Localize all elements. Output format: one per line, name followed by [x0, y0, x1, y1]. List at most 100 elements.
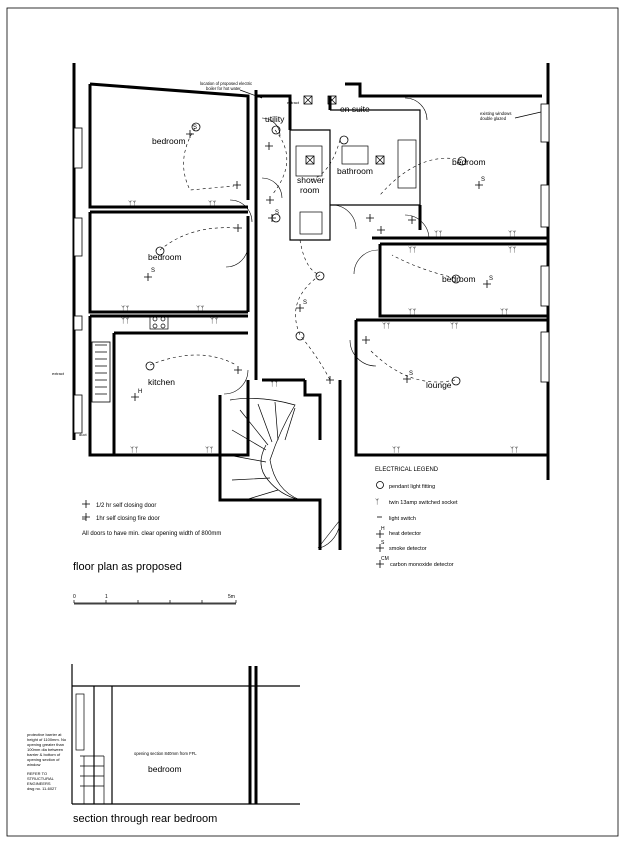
room-label-lounge: lounge: [426, 380, 452, 390]
kitchen-walls: [88, 314, 250, 457]
socket-icon: ᛉ: [375, 498, 379, 506]
socket-icon: ᛉᛉ: [121, 305, 129, 313]
boiler-leader-line: [239, 89, 263, 99]
smoke-detector-icon: S: [489, 276, 493, 282]
socket-icon: ᛉᛉ: [450, 322, 458, 330]
extract-fan-icon: [305, 155, 315, 165]
pendant-light-icon: [271, 125, 281, 135]
extract-fans: [303, 95, 385, 165]
windows-note-line1: existing windows: [480, 111, 511, 116]
pendant-light-icon: [315, 271, 325, 281]
section-window: [75, 693, 85, 751]
section-note-line: dwg no. 11-6027: [27, 786, 57, 791]
legend-item-co: carbon monoxide detector: [390, 562, 454, 568]
shower-room-walls: [289, 129, 331, 241]
spiral-stair: [227, 397, 301, 501]
fire-door-icon: [82, 513, 90, 521]
legend-smoke-superscript: S: [381, 540, 385, 546]
door-note-half-hour: 1/2 hr self closing door: [96, 503, 156, 509]
legend-item-pendant: pendant light fitting: [389, 484, 435, 490]
socket-icon: ᛉᛉ: [508, 246, 516, 254]
socket-icon: ᛉᛉ: [130, 446, 138, 454]
legend-item-heat: heat detector: [389, 531, 421, 537]
plan-title: floor plan as proposed: [73, 561, 182, 573]
section-note-line: window: [27, 762, 40, 767]
section-note-line: REFER TO: [27, 771, 47, 776]
room-label-bedroom-top-right: bedroom: [452, 157, 486, 167]
scale-bar: 0 1 5m: [73, 594, 237, 605]
socket-icon: ᛉᛉ: [500, 308, 508, 316]
basin: [341, 145, 369, 165]
section-structure: [72, 685, 300, 804]
scale-label-start: 0: [73, 594, 76, 600]
room-label-bedroom-mid-right: bedroom: [442, 274, 476, 284]
door-markers: [233, 142, 416, 384]
pendant-light-icon: [145, 361, 155, 371]
shower-tray: [295, 145, 323, 177]
room-label-bathroom: bathroom: [337, 166, 373, 176]
extract-label-small: extract: [287, 100, 300, 105]
room-label-shower-line2: room: [300, 185, 319, 195]
section-note-line: ENGINEERS: [27, 781, 51, 786]
room-label-bedroom-mid-left: bedroom: [148, 252, 182, 262]
room-label-en-suite: en suite: [340, 104, 370, 114]
boiler-note-line2: boiler for hot water: [206, 86, 241, 91]
windows-leader-line: [514, 111, 542, 119]
scale-label-end: 5m: [228, 594, 235, 600]
socket-icon: ᛉᛉ: [205, 446, 213, 454]
room-label-utility: utility: [265, 114, 285, 124]
lounge-walls: [354, 318, 548, 457]
section-note-line: barrier & bottom of: [27, 752, 61, 757]
boiler-note-line1: location of proposed electric: [200, 81, 252, 86]
pendant-light-icon: [339, 135, 349, 145]
shower-wc: [299, 211, 323, 235]
section-wall: [248, 666, 258, 804]
floor-plan: ᛉᛉ ᛉᛉ ᛉᛉ ᛉᛉ ᛉᛉ ᛉᛉ ᛉᛉ ᛉᛉ ᛉᛉ ᛉᛉ ᛉᛉ ᛉᛉ ᛉᛉ ᛉ…: [52, 63, 550, 550]
section-note-line: height of 1100mm. No: [27, 737, 67, 742]
extract-fan-icon: [327, 95, 337, 105]
duct-label: duct: [79, 432, 87, 437]
left-windows: [73, 127, 111, 434]
extract-label-left: extract: [52, 371, 65, 376]
detectors: S S H S S S S S: [131, 125, 493, 401]
smoke-detector-icon: S: [193, 125, 197, 131]
socket-icon: ᛉᛉ: [510, 446, 518, 454]
room-label-shower-line1: shower: [297, 175, 325, 185]
socket-icon: ᛉᛉ: [208, 200, 216, 208]
lighting-circuits: [149, 127, 463, 383]
legend-heat-superscript: H: [381, 526, 385, 532]
extract-fan-icon: [375, 155, 385, 165]
bedroom-mid-left-walls: [88, 210, 250, 314]
smoke-detector-icon: S: [409, 371, 413, 377]
socket-icon: ᛉᛉ: [382, 322, 390, 330]
smoke-detector-icon: S: [151, 268, 155, 274]
section-opening-note: opening section 840mm from FFL: [134, 751, 197, 756]
pendant-lights: [145, 122, 467, 386]
socket-icon: ᛉᛉ: [392, 446, 400, 454]
heat-detector-icon: H: [138, 389, 142, 395]
stair-walls: [218, 380, 342, 550]
socket-icon: ᛉᛉ: [508, 230, 516, 238]
bedroom-top-right-walls: [372, 94, 548, 240]
bedroom-mid-right-walls: [378, 242, 548, 318]
section-note-line: STRUCTURAL: [27, 776, 55, 781]
socket-icon: ᛉᛉ: [408, 308, 416, 316]
door-swings: [223, 97, 430, 395]
pendant-light-icon: [191, 122, 201, 132]
pendant-light-icon: [457, 156, 467, 166]
pendant-light-icon: [295, 331, 305, 341]
legend-cm-superscript: CM: [381, 556, 389, 562]
scale-label-one: 1: [105, 594, 108, 600]
legend-title: ELECTRICAL LEGEND: [375, 467, 439, 473]
hall-wall: [254, 90, 305, 382]
smoke-detector-icon: S: [481, 177, 485, 183]
pendant-light-icon: [451, 376, 461, 386]
pendant-light-icon: [376, 481, 384, 489]
heat-detector-icon: [376, 530, 384, 538]
carbon-monoxide-detector-icon: [376, 560, 384, 568]
bathroom-walls: [330, 109, 421, 206]
section-base: [71, 664, 300, 805]
right-windows: [540, 103, 550, 383]
